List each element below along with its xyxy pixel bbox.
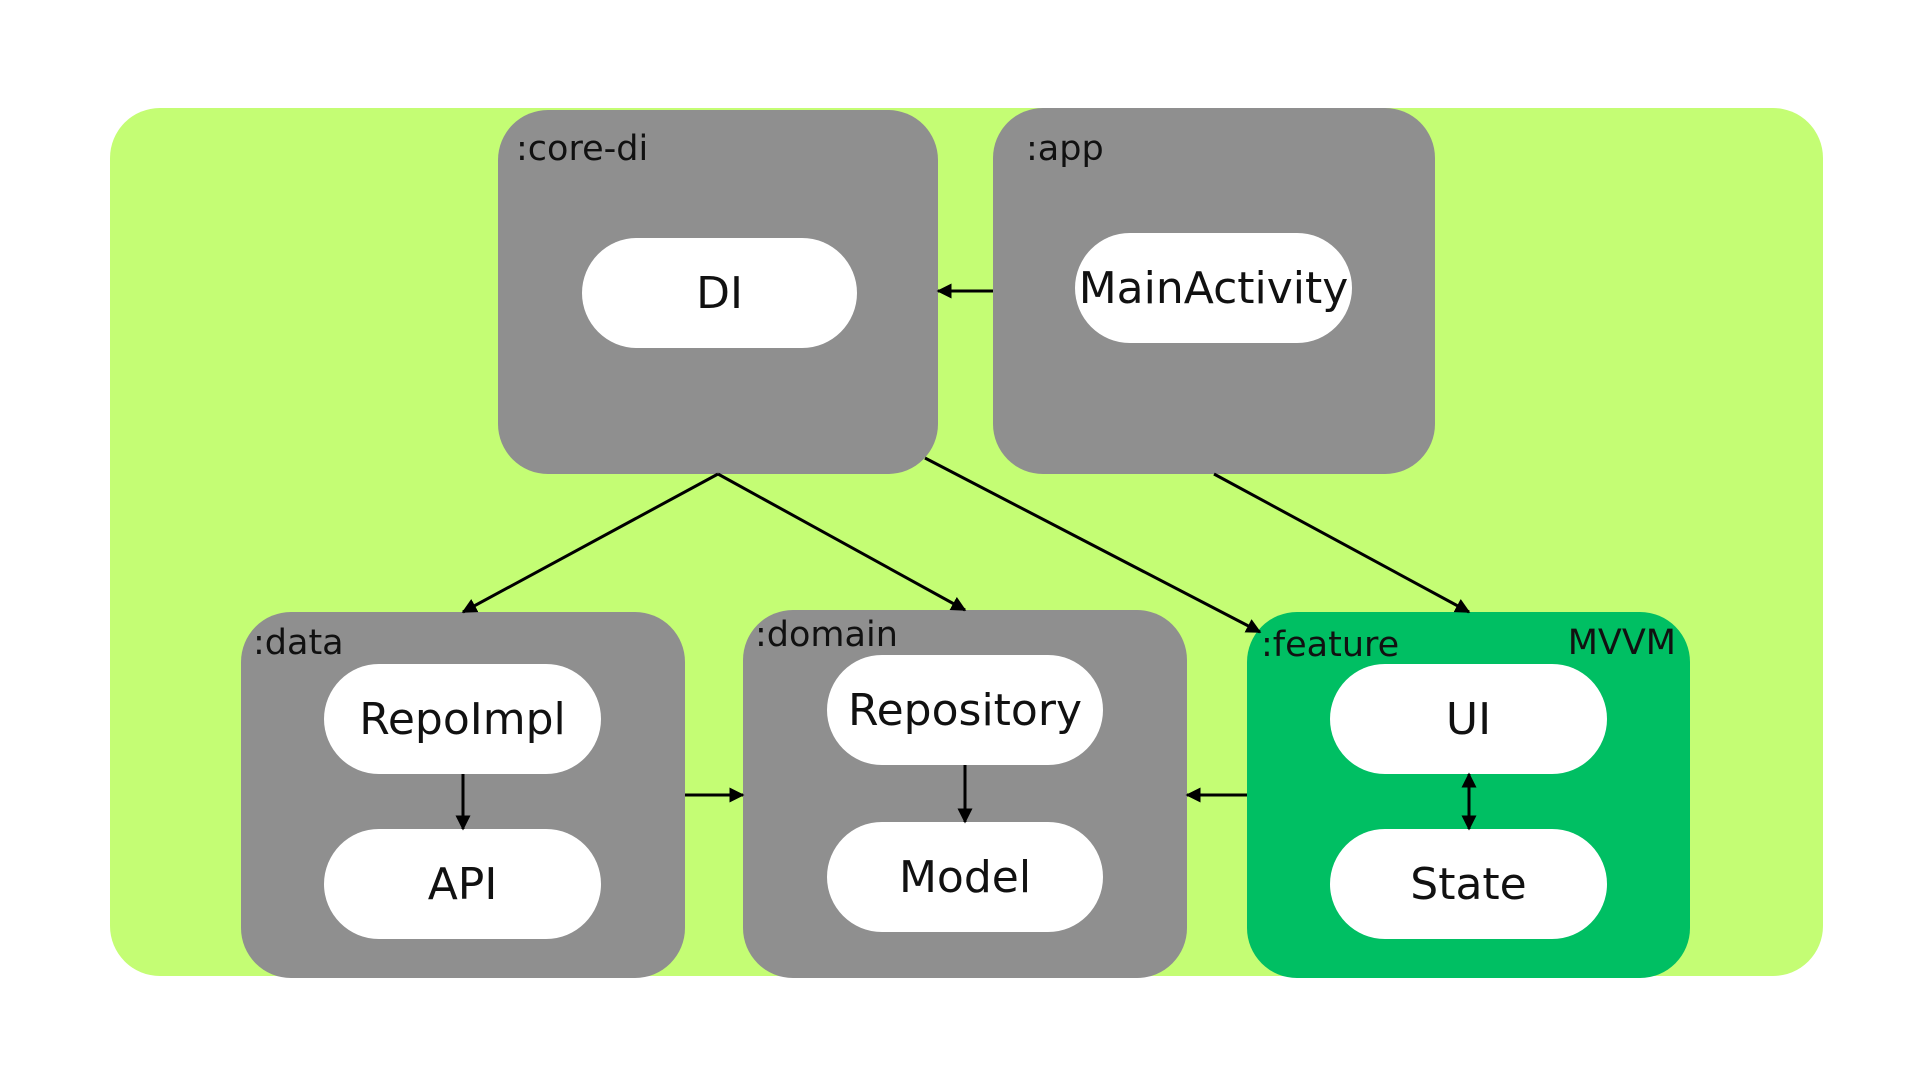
arrow-core-di-to-domain (717, 472, 967, 612)
module-app: :app MainActivity (993, 108, 1435, 474)
pill-state: State (1330, 829, 1607, 939)
module-core-di: :core-di DI (498, 110, 938, 474)
module-label-core-di: :core-di (516, 129, 649, 169)
pill-main-activity: MainActivity (1075, 233, 1352, 343)
module-label-feature: :feature (1261, 625, 1400, 665)
module-label-domain: :domain (755, 615, 898, 655)
module-label-data: :data (253, 623, 344, 663)
arrow-app-to-feature (1213, 472, 1471, 614)
pill-api: API (324, 829, 601, 939)
pattern-label-mvvm: MVVM (1567, 623, 1676, 663)
pill-ui: UI (1330, 664, 1607, 774)
arrow-core-di-to-data (461, 472, 719, 614)
pill-di: DI (582, 238, 857, 348)
pill-repository: Repository (827, 655, 1103, 765)
pill-model: Model (827, 822, 1103, 932)
arrow-core-di-to-feature (924, 456, 1262, 634)
pill-repo-impl: RepoImpl (324, 664, 601, 774)
module-label-app: :app (1026, 129, 1104, 169)
